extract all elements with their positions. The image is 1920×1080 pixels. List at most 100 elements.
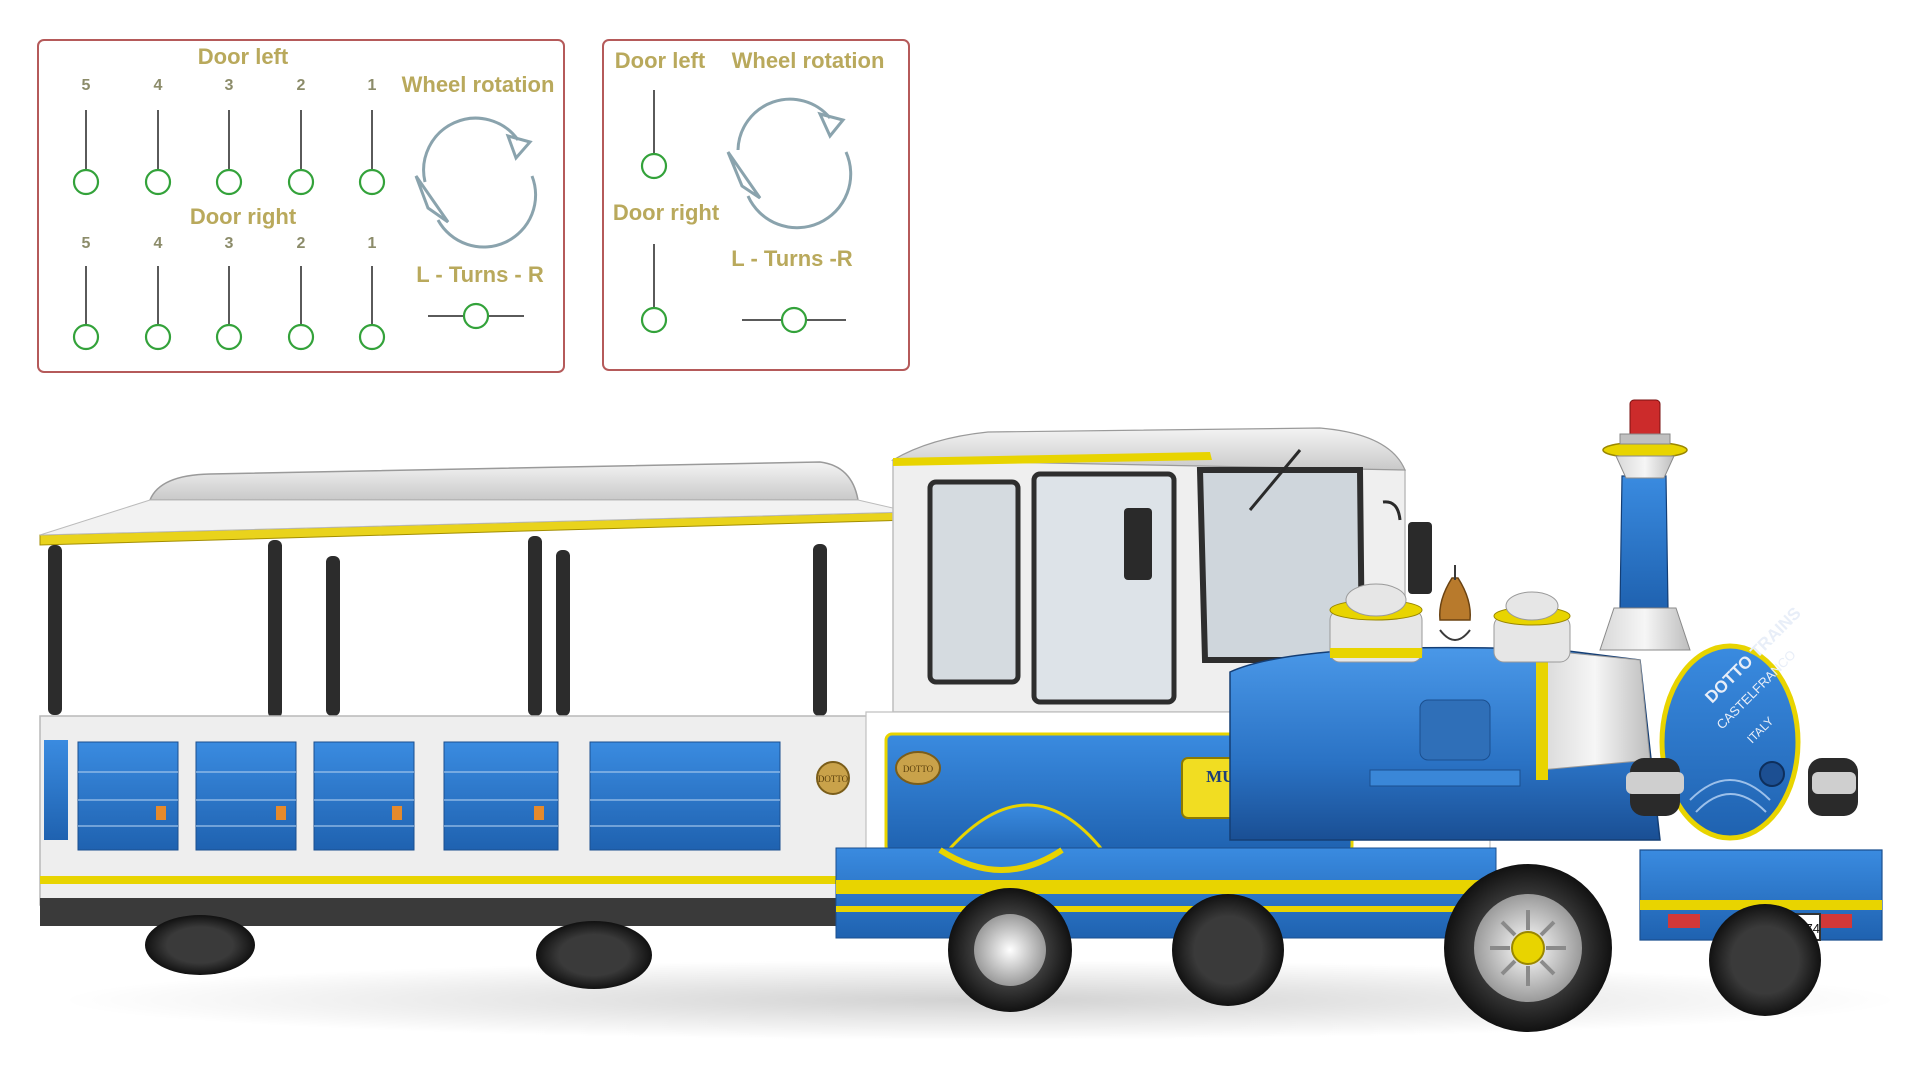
- headlight-left: [1626, 758, 1684, 816]
- door-latch: [276, 806, 286, 820]
- door-left-slider-4[interactable]: [144, 110, 172, 196]
- carriage-panel-lines: [78, 771, 780, 827]
- rotation-arrow-upper: [422, 116, 520, 183]
- carriage-badge: [816, 761, 850, 795]
- carriage-wheel-front: [536, 921, 652, 989]
- carriage-door-panel: [77, 741, 179, 851]
- door-latch: [156, 806, 166, 820]
- chimney: [1599, 399, 1691, 651]
- cab-roof-trim: [893, 452, 1212, 466]
- panel-2-wheel-rotation-title: Wheel rotation: [732, 48, 885, 73]
- bell-icon: [1439, 565, 1471, 641]
- carriage-pillar: [528, 536, 542, 716]
- door-right-number-5: 5: [82, 235, 91, 252]
- wheel-rotation-dial-2[interactable]: [726, 97, 853, 230]
- tourist-train: DOTTO: [39, 399, 1900, 1040]
- tail-light-left: [1668, 914, 1700, 928]
- door-right-number-1: 1: [368, 235, 377, 252]
- rotation-arrow-lower: [436, 175, 538, 249]
- panel-2-door-right-slider[interactable]: [640, 244, 668, 334]
- carriage-door-panel: [44, 740, 68, 840]
- panel-2-turns-label: L - Turns -R: [731, 246, 853, 271]
- steam-dome-rear: [1329, 583, 1423, 663]
- door-left-slider-3[interactable]: [215, 110, 243, 196]
- door-left-slider-5[interactable]: [72, 110, 100, 196]
- warning-beacon: [1629, 399, 1661, 439]
- windshield-wiper: [1248, 449, 1302, 511]
- boiler-silver-band: [1539, 649, 1651, 771]
- carriage-door-panel: [443, 741, 559, 851]
- carriage-pillar: [326, 556, 340, 716]
- turns-slider-2[interactable]: [742, 306, 846, 334]
- carriage-door-panel: [313, 741, 415, 851]
- locomotive-wheel-rear: [948, 888, 1072, 1012]
- door-latch: [534, 806, 544, 820]
- boiler-vent-box: [1419, 699, 1491, 761]
- wheel-rotation-dial-1[interactable]: [414, 116, 538, 249]
- panel-1-frame: [37, 39, 565, 373]
- locomotive-badge-text: DOTTO: [903, 764, 934, 774]
- door-latch: [392, 806, 402, 820]
- panel-2-door-right-title: Door right: [613, 200, 720, 225]
- cab-mirror-left: [1124, 508, 1152, 580]
- chassis-ornament: [938, 847, 1064, 873]
- turns-slider-1[interactable]: [428, 302, 524, 330]
- door-left-number-4: 4: [154, 77, 163, 94]
- carriage-door-panel: [589, 741, 781, 851]
- door-right-slider-5[interactable]: [72, 266, 100, 351]
- door-left-number-5: 5: [82, 77, 91, 94]
- chassis-gold-stripe-lower: [836, 906, 1496, 912]
- carriage-pillar: [48, 545, 62, 715]
- steam-dome-front: [1493, 591, 1571, 663]
- door-right-number-2: 2: [297, 235, 306, 252]
- carriage-roof: [148, 461, 859, 501]
- cab-mirror-right: [1408, 522, 1432, 594]
- panel-1-turns-label: L - Turns - R: [416, 262, 544, 287]
- door-right-number-4: 4: [154, 235, 163, 252]
- control-panel-2: Door left Wheel rotation Door right L - …: [602, 39, 910, 371]
- panel-1-door-right-title: Door right: [190, 204, 297, 229]
- panel-1-wheel-rotation-title: Wheel rotation: [402, 72, 555, 97]
- door-right-slider-2[interactable]: [287, 266, 315, 351]
- door-left-slider-1[interactable]: [358, 110, 386, 196]
- carriage-pillar: [268, 540, 282, 718]
- locomotive-wheel-front: [1444, 864, 1612, 1032]
- carriage-pillar: [556, 550, 570, 716]
- carriage-gold-stripe: [40, 876, 880, 884]
- door-left-number-2: 2: [297, 77, 306, 94]
- mirror-arm: [1382, 500, 1402, 521]
- carriage-badge-text: DOTTO: [818, 774, 849, 784]
- front-wheel-arch: [936, 803, 1113, 862]
- boiler-gold-band: [1536, 650, 1548, 780]
- locomotive-wheel-mid: [1172, 894, 1284, 1006]
- door-left-number-3: 3: [225, 77, 234, 94]
- cab-window: [927, 479, 1021, 685]
- front-emblem: DOTTO TRAINS CASTELFRANCO ITALY: [1659, 603, 1805, 841]
- passenger-carriage: DOTTO: [39, 461, 911, 989]
- door-right-slider-1[interactable]: [358, 266, 386, 351]
- door-left-slider-2[interactable]: [287, 110, 315, 196]
- panel-1-door-left-title: Door left: [198, 44, 289, 69]
- carriage-pillar: [813, 544, 827, 716]
- locomotive-wheel-front-right: [1709, 904, 1821, 1016]
- door-left-number-1: 1: [368, 77, 377, 94]
- rotation-arrow-upper-2: [736, 97, 832, 151]
- headlight-right: [1808, 758, 1858, 816]
- panel-2-door-left-slider[interactable]: [640, 90, 668, 180]
- running-board: [1369, 769, 1521, 787]
- panel-2-frame: [602, 39, 910, 371]
- locomotive: MUSON-RIVER 1894 DOTTO: [835, 399, 1883, 1032]
- carriage-wheel-rear: [145, 915, 255, 975]
- chassis-gold-stripe: [836, 880, 1496, 894]
- tail-light-right: [1820, 914, 1852, 928]
- rotation-arrow-lower-2: [746, 151, 853, 230]
- panel-2-door-left-title: Door left: [615, 48, 706, 73]
- door-right-slider-4[interactable]: [144, 266, 172, 351]
- door-right-slider-3[interactable]: [215, 266, 243, 351]
- control-panel-1: Door left Wheel rotation 5 4 3 2 1 Door …: [37, 39, 565, 373]
- locomotive-badge: [895, 751, 941, 785]
- door-right-number-3: 3: [225, 235, 234, 252]
- carriage-door-panel: [195, 741, 297, 851]
- cab-door-window: [1031, 471, 1177, 705]
